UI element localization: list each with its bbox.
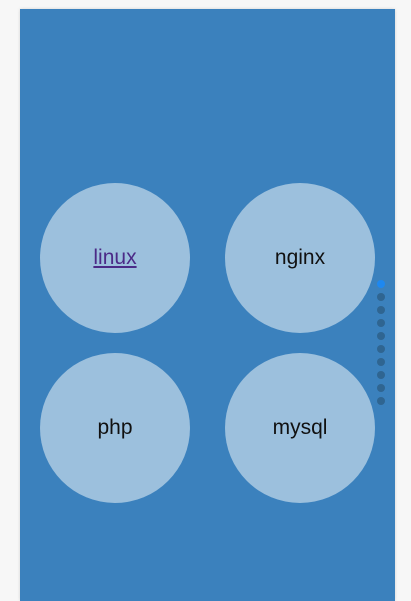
pagination-dot[interactable] <box>377 319 385 327</box>
item-label-php: php <box>97 416 133 439</box>
item-circle-linux[interactable]: linux <box>40 183 190 333</box>
pagination-dot[interactable] <box>377 397 385 405</box>
pagination-dot[interactable] <box>377 345 385 353</box>
pagination-dot[interactable] <box>377 280 385 288</box>
pagination-dot[interactable] <box>377 306 385 314</box>
pagination-dot[interactable] <box>377 293 385 301</box>
item-circle-php[interactable]: php <box>40 353 190 503</box>
pagination-dots <box>377 280 385 405</box>
item-circle-nginx[interactable]: nginx <box>225 183 375 333</box>
pagination-dot[interactable] <box>377 358 385 366</box>
pagination-dot[interactable] <box>377 371 385 379</box>
item-link-linux[interactable]: linux <box>93 246 137 269</box>
item-label-mysql: mysql <box>272 416 328 439</box>
slide-panel: linux nginx php mysql <box>20 9 395 601</box>
pagination-dot[interactable] <box>377 384 385 392</box>
item-circle-mysql[interactable]: mysql <box>225 353 375 503</box>
item-label-nginx: nginx <box>274 246 326 269</box>
pagination-dot[interactable] <box>377 332 385 340</box>
